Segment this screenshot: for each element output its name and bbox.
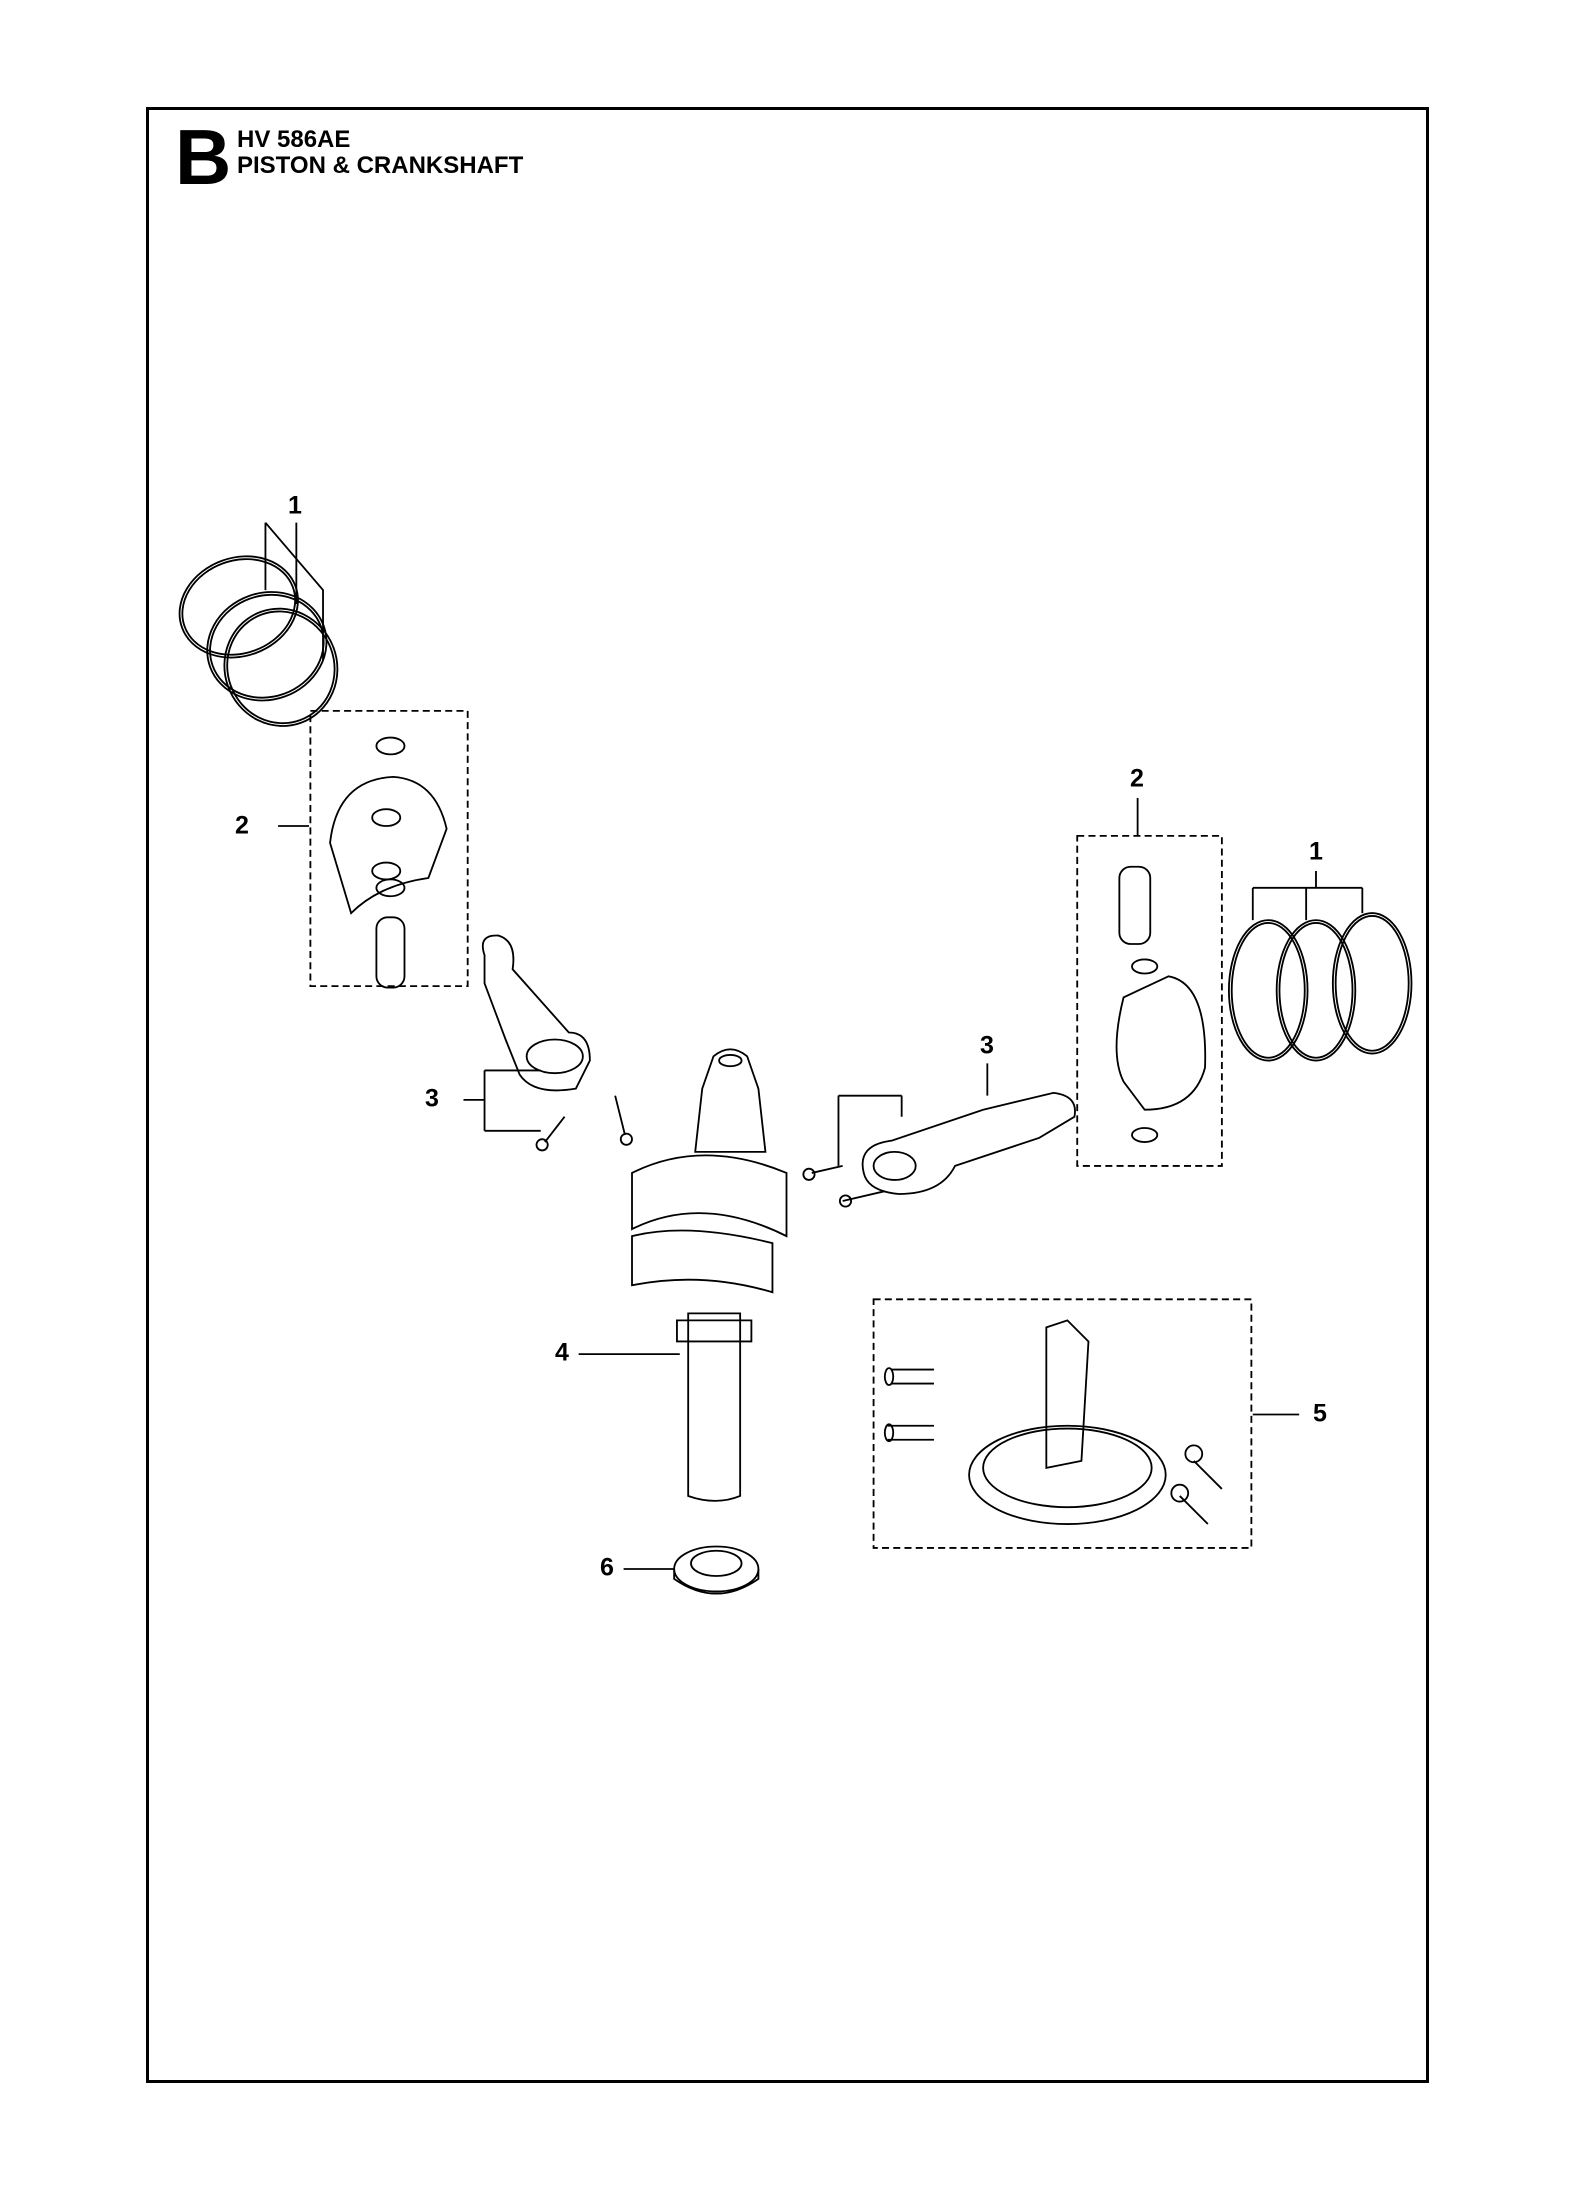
callout-3-right: 3 (980, 1031, 994, 1060)
callout-2-right: 2 (1130, 764, 1144, 793)
callout-2-left: 2 (235, 811, 249, 840)
diagram-title: PISTON & CRANKSHAFT (237, 152, 524, 179)
piston-rings-left (178, 522, 339, 727)
piston-left (329, 736, 448, 989)
callout-6: 6 (600, 1553, 614, 1582)
callout-4: 4 (555, 1338, 569, 1367)
piston-right (1115, 865, 1207, 1143)
piston-kit-box-right (1076, 834, 1223, 1167)
camshaft (883, 1319, 1223, 1525)
piston-rings-right (1227, 912, 1413, 1062)
camshaft-kit-box (872, 1298, 1253, 1549)
callout-5: 5 (1313, 1399, 1327, 1428)
connecting-rod-left (481, 934, 633, 1152)
callout-3-left: 3 (425, 1084, 439, 1113)
section-letter: B (175, 113, 232, 201)
callout-1-right: 1 (1309, 837, 1323, 866)
piston-kit-box-left (309, 709, 469, 988)
crankshaft (631, 1048, 788, 1502)
callout-1-left: 1 (288, 491, 302, 520)
connecting-rod-right (802, 1091, 1076, 1208)
oil-seal (673, 1545, 760, 1595)
page-border (146, 107, 1429, 2083)
model-name: HV 586AE (237, 126, 351, 153)
